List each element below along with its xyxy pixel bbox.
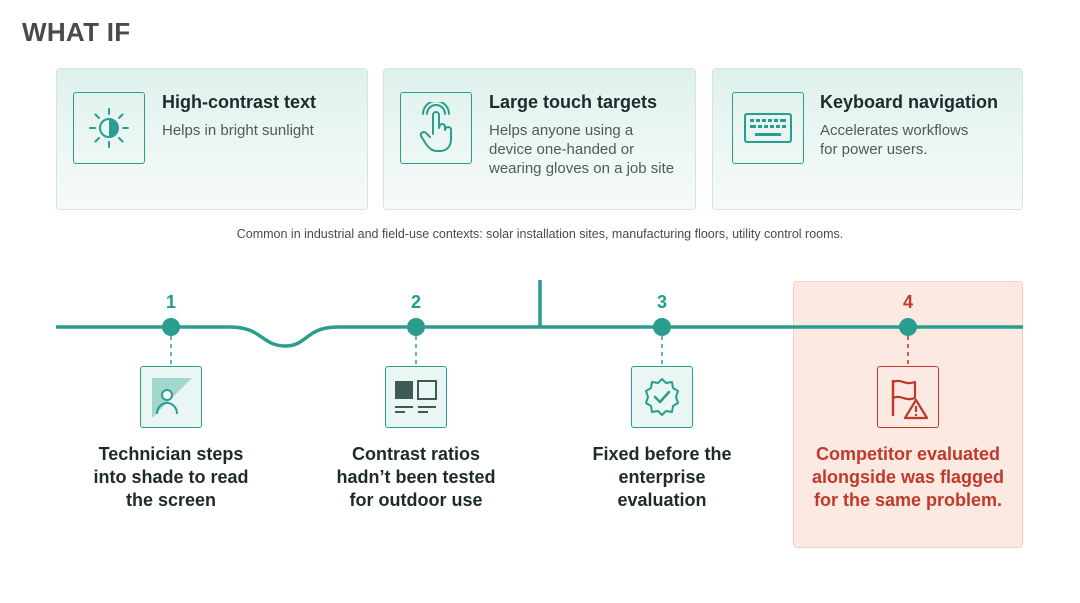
step-label-line: the screen bbox=[125, 490, 217, 510]
step-2-dot bbox=[407, 318, 425, 336]
step-2-label: Contrast ratios hadn’t been tested for o… bbox=[301, 443, 531, 512]
step-3-number: 3 bbox=[656, 292, 667, 312]
card-desc-line: Accelerates workflows bbox=[820, 122, 969, 139]
step-4-label: Competitor evaluated alongside was flagg… bbox=[793, 443, 1023, 512]
step-label-line: enterprise bbox=[618, 467, 706, 487]
step-4-number: 4 bbox=[902, 292, 913, 312]
card-title: Large touch targets bbox=[489, 92, 658, 112]
step-label-line: for the same problem. bbox=[813, 490, 1003, 510]
step-label-line: for outdoor use bbox=[349, 490, 483, 510]
step-1-label: Technician steps into shade to read the … bbox=[56, 443, 286, 512]
sun-contrast-icon bbox=[73, 92, 145, 164]
step-label-line: into shade to read bbox=[93, 467, 249, 487]
keyboard-icon bbox=[732, 92, 804, 164]
flag-warning-icon bbox=[877, 366, 939, 428]
step-label-line: Fixed before the bbox=[592, 444, 732, 464]
gear-check-icon bbox=[631, 366, 693, 428]
card-high-contrast: High-contrast text Helps in bright sunli… bbox=[56, 68, 368, 210]
card-desc-line: wearing gloves on a job site bbox=[489, 160, 675, 177]
timeline-line bbox=[56, 280, 1023, 366]
step-label-line: Technician steps bbox=[98, 444, 244, 464]
step-1-number: 1 bbox=[165, 292, 176, 312]
contrast-swatch-icon bbox=[385, 366, 447, 428]
card-desc-line: device one-handed or bbox=[489, 141, 635, 158]
step-label-line: hadn’t been tested bbox=[336, 467, 496, 487]
card-description: Helps anyone using a device one-handed o… bbox=[489, 121, 674, 178]
card-description: Helps in bright sunlight bbox=[162, 121, 314, 140]
step-label-line: Competitor evaluated bbox=[815, 444, 1001, 464]
card-desc-line: Helps in bright sunlight bbox=[162, 122, 314, 139]
touch-hand-icon bbox=[400, 92, 472, 164]
step-label-line: Contrast ratios bbox=[351, 444, 481, 464]
step-1-dot bbox=[162, 318, 180, 336]
context-caption: Common in industrial and field-use conte… bbox=[236, 227, 844, 241]
card-title: High-contrast text bbox=[162, 92, 317, 112]
card-keyboard-navigation: Keyboard navigation Accelerates workflow… bbox=[712, 68, 1023, 210]
card-description: Accelerates workflows for power users. bbox=[820, 121, 968, 159]
step-label-line: evaluation bbox=[617, 490, 707, 510]
step-label-line: alongside was flagged bbox=[811, 467, 1005, 487]
step-4-dot bbox=[899, 318, 917, 336]
step-2-number: 2 bbox=[410, 292, 421, 312]
page-title: WHAT IF bbox=[22, 17, 131, 47]
step-3-label: Fixed before the enterprise evaluation bbox=[547, 443, 777, 512]
card-title: Keyboard navigation bbox=[820, 92, 999, 112]
step-3-dot bbox=[653, 318, 671, 336]
card-desc-line: Helps anyone using a bbox=[489, 122, 634, 139]
card-touch-targets: Large touch targets Helps anyone using a… bbox=[383, 68, 696, 210]
card-desc-line: for power users. bbox=[820, 141, 928, 158]
person-shade-icon bbox=[140, 366, 202, 428]
